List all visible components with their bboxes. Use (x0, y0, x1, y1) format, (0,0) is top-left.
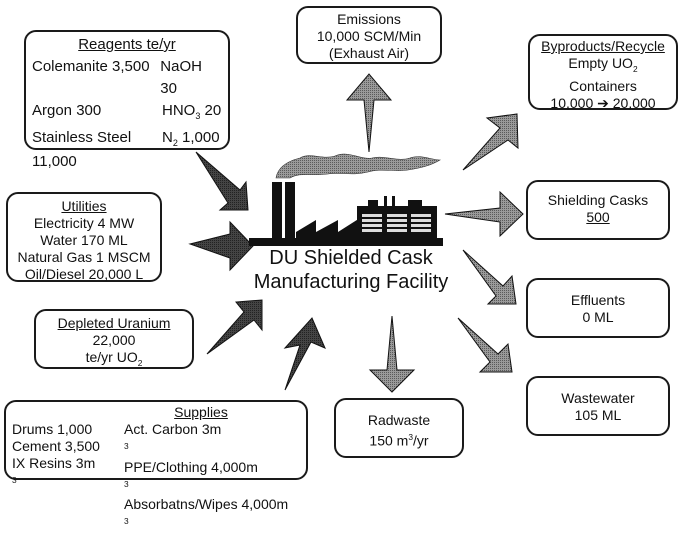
reagent-item-continued: 11,000 (32, 153, 77, 170)
arrow-utilities-in (188, 220, 254, 272)
effluents-value: 0 ML (582, 309, 614, 325)
byproducts-box: Byproducts/Recycle Empty UO2 Containers … (528, 34, 678, 111)
reagents-box: Reagents te/yr Colemanite 3,500 NaOH 30 A… (24, 30, 230, 170)
facility-label-line1: DU Shielded Cask (269, 247, 433, 269)
smoke-plume (275, 153, 442, 179)
utility-item: Water 170 ML (40, 232, 128, 248)
supplies-box: Supplies Drums 1,000 Cement 3,500 IX Res… (4, 400, 308, 526)
arrow-supplies-in (283, 317, 326, 391)
byproducts-value: 10,000 ➔ 20,000 (550, 94, 656, 111)
arrow-reagents-in (195, 151, 249, 211)
arrow-wastewater-out (457, 317, 513, 373)
du-value: 22,000 (92, 332, 136, 348)
arrow-effluents-out (462, 249, 517, 305)
reagent-item: HNO3 20 (162, 102, 222, 121)
arrow-emissions-out (345, 73, 393, 153)
factory-icon (249, 153, 443, 246)
du-unit: te/yr UO2 (85, 349, 143, 368)
effluents-box: Effluents 0 ML (526, 278, 670, 338)
byproducts-item: Containers (569, 77, 637, 94)
flow-arrows (188, 73, 524, 393)
byproducts-item: Empty UO2 (568, 55, 638, 74)
reagent-item: Argon 300 (32, 102, 102, 119)
utility-item: Electricity 4 MW (33, 215, 135, 231)
wastewater-box: Wastewater 105 ML (526, 376, 670, 436)
wastewater-title: Wastewater (561, 390, 635, 406)
radwaste-box: Radwaste 150 m3/yr (334, 398, 464, 458)
radwaste-value: 150 m3/yr (369, 432, 429, 449)
reagents-row: Colemanite 3,500 NaOH 30 (32, 56, 222, 100)
arrow-du-in (206, 299, 263, 355)
du-title: Depleted Uranium (57, 315, 171, 331)
utility-item: Oil/Diesel 20,000 L (24, 266, 144, 282)
reagent-item: Stainless Steel (32, 129, 132, 146)
emissions-title: Emissions (337, 11, 401, 27)
shielding-casks-title: Shielding Casks (547, 192, 649, 208)
radwaste-title: Radwaste (367, 412, 431, 428)
arrow-shielding-out (444, 190, 524, 238)
sawtooth-roof (296, 218, 360, 238)
utilities-box: Utilities Electricity 4 MW Water 170 ML … (6, 192, 162, 282)
reagent-item: Colemanite 3,500 (32, 58, 150, 75)
supply-item: Drums 1,000 (12, 421, 93, 437)
emissions-value: 10,000 SCM/Min (316, 28, 422, 44)
reagent-item: N2 1,000 (162, 129, 220, 148)
arrow-byproducts-out (462, 113, 519, 171)
reagents-row: Stainless Steel N2 1,000 (32, 127, 222, 154)
supplies-title: Supplies (174, 404, 228, 420)
building-windows (362, 214, 431, 232)
reagents-row: Argon 300 HNO3 20 (32, 100, 222, 127)
factory-base (249, 238, 443, 246)
utility-item: Natural Gas 1 MSCM (17, 249, 151, 265)
shielding-casks-value: 500 (586, 209, 610, 225)
facility-label-line2: Manufacturing Facility (253, 271, 449, 293)
chimney-left (272, 182, 282, 238)
facility-label: DU Shielded Cask Manufacturing Facility (246, 246, 456, 294)
utilities-title: Utilities (61, 198, 107, 214)
reagents-title: Reagents te/yr (78, 36, 176, 53)
depleted-uranium-box: Depleted Uranium 22,000 te/yr UO2 (34, 309, 194, 369)
reagent-item: NaOH 30 (160, 58, 202, 97)
arrow-radwaste-out (368, 315, 416, 393)
emissions-box: Emissions 10,000 SCM/Min (Exhaust Air) (296, 6, 442, 64)
wastewater-value: 105 ML (574, 407, 622, 423)
main-building (357, 206, 437, 240)
supply-item: Cement 3,500 (12, 438, 100, 454)
byproducts-title: Byproducts/Recycle (541, 38, 665, 54)
shielding-casks-box: Shielding Casks 500 (526, 180, 670, 240)
chimney-right (285, 182, 295, 238)
emissions-note: (Exhaust Air) (328, 45, 410, 61)
effluents-title: Effluents (570, 292, 626, 308)
